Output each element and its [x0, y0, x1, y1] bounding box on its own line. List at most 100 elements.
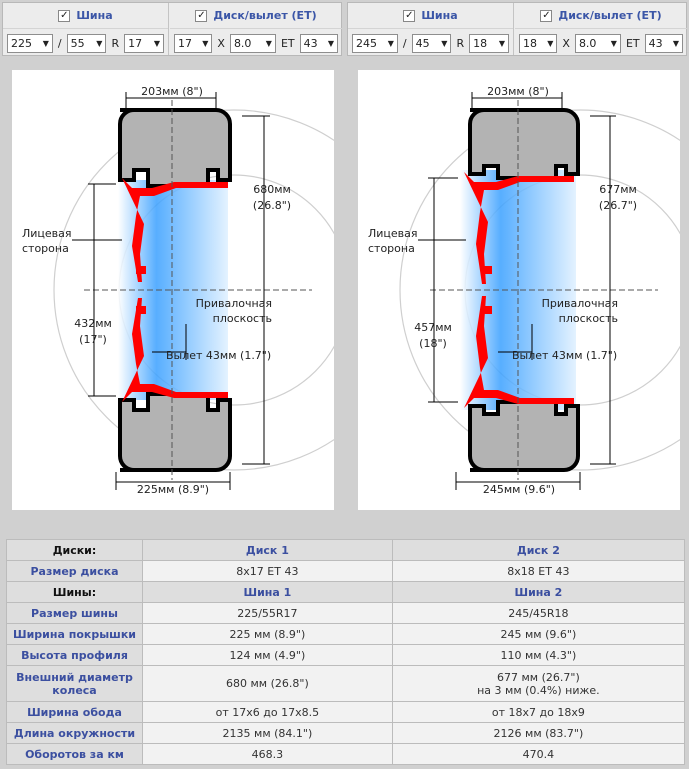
- comparison-table: Диски: Диск 1 Диск 2 Размер диска 8x17 E…: [6, 539, 686, 765]
- table-row: Размер шины 225/55R17 245/45R18: [6, 602, 686, 624]
- disk-et-select-2[interactable]: 43▼: [644, 33, 683, 53]
- hub-top: [482, 266, 492, 274]
- tire-size-label: Размер шины: [6, 602, 143, 624]
- outer-diameter-2-value: 677 мм (26.7"): [497, 670, 580, 684]
- circumference-1: 2135 мм (84.1"): [142, 722, 393, 744]
- tire-profile-select-2[interactable]: 45▼: [411, 33, 452, 53]
- chevron-down-icon: ▼: [387, 38, 394, 48]
- mount-plane-label-1: Привалочная: [195, 297, 272, 310]
- circumference-label: Длина окружности: [6, 722, 143, 744]
- chevron-down-icon: ▼: [202, 38, 209, 48]
- tire-checkbox-1[interactable]: ✓: [58, 9, 71, 22]
- tire-bottom: [118, 392, 232, 472]
- outer-circle-guide: [399, 109, 680, 471]
- table-row: Внешний диаметр колеса 680 мм (26.8") 67…: [6, 665, 686, 702]
- disk-size-row-1: 17▼ X 8.0▼ ET 43▼: [174, 33, 338, 53]
- face-side-label-2: сторона: [22, 242, 69, 255]
- tire-top: [118, 108, 232, 188]
- disk-et-select-1[interactable]: 43▼: [299, 33, 338, 53]
- wheel-cross-section-2: [399, 92, 680, 490]
- x-label: X: [217, 36, 225, 50]
- outer-diameter-2-diff: на 3 мм (0.4%) ниже.: [477, 683, 600, 697]
- disk-selector-1: ✓ Диск/вылет (ET) 17▼ X 8.0▼ ET 43▼: [170, 3, 342, 55]
- rim-top-profile: [122, 178, 228, 282]
- wheel-diagram-1: 203мм (8") 680мм (26.8") Лицевая сторона…: [12, 70, 334, 510]
- tire-1-header: Шина 1: [142, 581, 393, 603]
- tire-header-2: ✓ Шина: [348, 3, 513, 29]
- chevron-down-icon: ▼: [547, 38, 554, 48]
- tire-header-1: ✓ Шина: [3, 3, 168, 29]
- rim-width-label: Ширина обода: [6, 701, 143, 723]
- tread-width-label: 203мм (8"): [141, 85, 203, 98]
- revolutions-2: 470.4: [391, 743, 686, 765]
- disk-1-header: Диск 1: [142, 539, 393, 561]
- outer-diameter-label-line-2: колеса: [52, 683, 97, 697]
- disk-size-2: 8x18 ET 43: [391, 560, 686, 582]
- table-row: Диски: Диск 1 Диск 2: [6, 539, 686, 561]
- tire-size-row-1: 225▼ / 55▼ R 17▼: [7, 33, 164, 53]
- disk-diameter-select-2[interactable]: 18▼: [519, 33, 558, 53]
- tire-2-header: Шина 2: [391, 581, 686, 603]
- disk-checkbox-1[interactable]: ✓: [195, 9, 208, 22]
- table-row: Ширина обода от 17x6 до 17x8.5 от 18x7 д…: [6, 701, 686, 723]
- offset-label: Вылет 43мм (1.7"): [512, 349, 618, 362]
- disk-checkbox-2[interactable]: ✓: [540, 9, 553, 22]
- outer-diameter-label: 677мм: [599, 183, 637, 196]
- outer-diameter-label-line-1: Внешний диаметр: [16, 670, 133, 684]
- disk-header-1: ✓ Диск/вылет (ET): [170, 3, 342, 29]
- tire-diameter-select-1[interactable]: 17▼: [124, 33, 164, 53]
- profile-height-1: 124 мм (4.9"): [142, 644, 393, 666]
- wheel-diagram-2: 203мм (8") 677мм (26.7") Лицевая сторона…: [358, 70, 680, 510]
- face-side-label-1: Лицевая: [368, 227, 418, 240]
- slash-separator: /: [402, 36, 407, 50]
- selector-panel-tire-1: ✓ Шина 225▼ / 55▼ R 17▼ ✓ Диск/вылет (ET…: [2, 2, 342, 56]
- table-row: Длина окружности 2135 мм (84.1") 2126 мм…: [6, 722, 686, 744]
- rim-bottom-profile: [122, 298, 228, 402]
- revolutions-1: 468.3: [142, 743, 393, 765]
- disk-size-1: 8x17 ET 43: [142, 560, 393, 582]
- tire-width-select-1[interactable]: 225▼: [7, 33, 53, 53]
- table-row: Шины: Шина 1 Шина 2: [6, 581, 686, 603]
- disk-header-label: Диск/вылет (ET): [213, 9, 317, 22]
- circumference-2: 2126 мм (83.7"): [391, 722, 686, 744]
- face-side-label-2: сторона: [368, 242, 415, 255]
- tire-checkbox-2[interactable]: ✓: [403, 9, 416, 22]
- chevron-down-icon: ▼: [96, 38, 103, 48]
- tire-size-2: 245/45R18: [391, 602, 686, 624]
- disk-diameter-select-1[interactable]: 17▼: [174, 33, 213, 53]
- face-side-label-1: Лицевая: [22, 227, 72, 240]
- mount-plane-label-1: Привалочная: [541, 297, 618, 310]
- outer-diameter-row-label: Внешний диаметр колеса: [6, 665, 143, 702]
- mount-plane-label-2: плоскость: [212, 312, 272, 325]
- mount-plane-label-2: плоскость: [558, 312, 618, 325]
- tire-bottom: [468, 400, 580, 472]
- outer-circle-guide: [53, 109, 334, 471]
- rim-diameter-inch-label: (18"): [419, 337, 447, 350]
- disk-width-select-1[interactable]: 8.0▼: [229, 33, 276, 53]
- tire-width-label: 245мм (9.6"): [482, 483, 556, 496]
- disk-size-row-2: 18▼ X 8.0▼ ET 43▼: [519, 33, 683, 53]
- table-row: Ширина покрышки 225 мм (8.9") 245 мм (9.…: [6, 623, 686, 645]
- outer-diameter-label: 680мм: [253, 183, 291, 196]
- et-label: ET: [280, 36, 295, 50]
- tire-diameter-select-2[interactable]: 18▼: [469, 33, 509, 53]
- disks-header-label: Диски:: [6, 539, 143, 561]
- rim-width-2: от 18x7 до 18x9: [391, 701, 686, 723]
- tire-width-select-2[interactable]: 245▼: [352, 33, 398, 53]
- slash-separator: /: [57, 36, 62, 50]
- chevron-down-icon: ▼: [42, 38, 49, 48]
- disk-selector-2: ✓ Диск/вылет (ET) 18▼ X 8.0▼ ET 43▼: [515, 3, 687, 55]
- outer-diameter-2: 677 мм (26.7") на 3 мм (0.4%) ниже.: [391, 665, 686, 702]
- wheel-cross-section-1: [53, 92, 334, 490]
- disk-width-select-2[interactable]: 8.0▼: [574, 33, 621, 53]
- selector-panel-tire-2: ✓ Шина 245▼ / 45▼ R 18▼ ✓ Диск/вылет (ET…: [347, 2, 687, 56]
- tire-header-label: Шина: [76, 9, 113, 22]
- tread-width-1: 225 мм (8.9"): [142, 623, 393, 645]
- tread-width-2: 245 мм (9.6"): [391, 623, 686, 645]
- disk-header-2: ✓ Диск/вылет (ET): [515, 3, 687, 29]
- tire-profile-select-1[interactable]: 55▼: [66, 33, 107, 53]
- hub-bottom: [482, 306, 492, 314]
- tire-selector-2: ✓ Шина 245▼ / 45▼ R 18▼: [348, 3, 514, 55]
- rim-width-1: от 17x6 до 17x8.5: [142, 701, 393, 723]
